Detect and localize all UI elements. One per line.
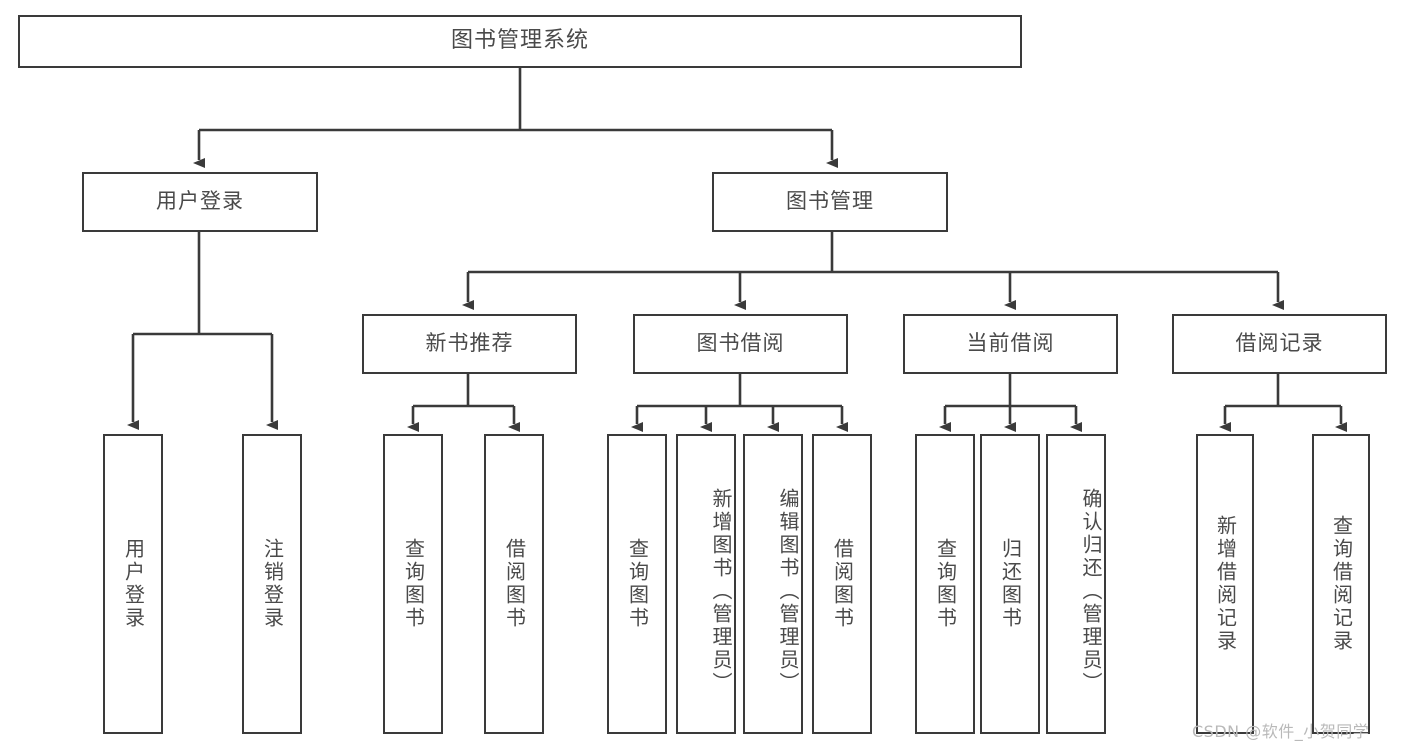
leaf-confirm-return[interactable]: 确认归还（管理员） — [1046, 434, 1106, 734]
leaf-query-book-current-label: 查询图书 — [933, 538, 958, 630]
node-root-label: 图书管理系统 — [450, 28, 589, 54]
leaf-user-login-label: 用户登录 — [121, 538, 146, 630]
node-book-borrow[interactable]: 图书借阅 — [633, 314, 848, 374]
leaf-query-book-recommend[interactable]: 查询图书 — [383, 434, 443, 734]
leaf-return-book-label: 归还图书 — [998, 538, 1023, 630]
node-borrow-record[interactable]: 借阅记录 — [1172, 314, 1387, 374]
leaf-add-borrow-record-label: 新增借阅记录 — [1213, 515, 1238, 653]
node-user-login[interactable]: 用户登录 — [82, 172, 318, 232]
leaf-borrow-book[interactable]: 借阅图书 — [812, 434, 872, 734]
node-new-book-recommend-label: 新书推荐 — [425, 331, 514, 356]
node-current-borrow-label: 当前借阅 — [966, 331, 1055, 356]
leaf-query-borrow-record[interactable]: 查询借阅记录 — [1312, 434, 1370, 734]
node-new-book-recommend[interactable]: 新书推荐 — [362, 314, 577, 374]
leaf-query-book-borrow[interactable]: 查询图书 — [607, 434, 667, 734]
leaf-logout-login[interactable]: 注销登录 — [242, 434, 302, 734]
leaf-return-book[interactable]: 归还图书 — [980, 434, 1040, 734]
node-book-borrow-label: 图书借阅 — [696, 331, 785, 356]
leaf-add-book[interactable]: 新增图书（管理员） — [676, 434, 736, 734]
node-book-manage-label: 图书管理 — [786, 189, 874, 214]
leaf-borrow-book-recommend[interactable]: 借阅图书 — [484, 434, 544, 734]
csdn-watermark: CSDN @软件_小贺同学 — [1192, 722, 1370, 741]
node-current-borrow[interactable]: 当前借阅 — [903, 314, 1118, 374]
leaf-query-book-recommend-label: 查询图书 — [401, 538, 426, 630]
leaf-confirm-return-label: 确认归还（管理员） — [1079, 487, 1103, 695]
leaf-borrow-book-recommend-label: 借阅图书 — [502, 538, 527, 630]
leaf-logout-login-label: 注销登录 — [260, 538, 285, 630]
node-borrow-record-label: 借阅记录 — [1235, 331, 1324, 356]
leaf-add-borrow-record[interactable]: 新增借阅记录 — [1196, 434, 1254, 734]
node-root-book-management-system[interactable]: 图书管理系统 — [18, 15, 1022, 68]
leaf-query-borrow-record-label: 查询借阅记录 — [1329, 515, 1354, 653]
leaf-query-book-borrow-label: 查询图书 — [625, 538, 650, 630]
leaf-edit-book[interactable]: 编辑图书（管理员） — [743, 434, 803, 734]
node-book-manage[interactable]: 图书管理 — [712, 172, 948, 232]
leaf-query-book-current[interactable]: 查询图书 — [915, 434, 975, 734]
leaf-add-book-label: 新增图书（管理员） — [709, 487, 733, 695]
leaf-borrow-book-label: 借阅图书 — [830, 538, 855, 630]
leaf-user-login[interactable]: 用户登录 — [103, 434, 163, 734]
leaf-edit-book-label: 编辑图书（管理员） — [776, 487, 800, 695]
node-user-login-label: 用户登录 — [156, 189, 244, 214]
